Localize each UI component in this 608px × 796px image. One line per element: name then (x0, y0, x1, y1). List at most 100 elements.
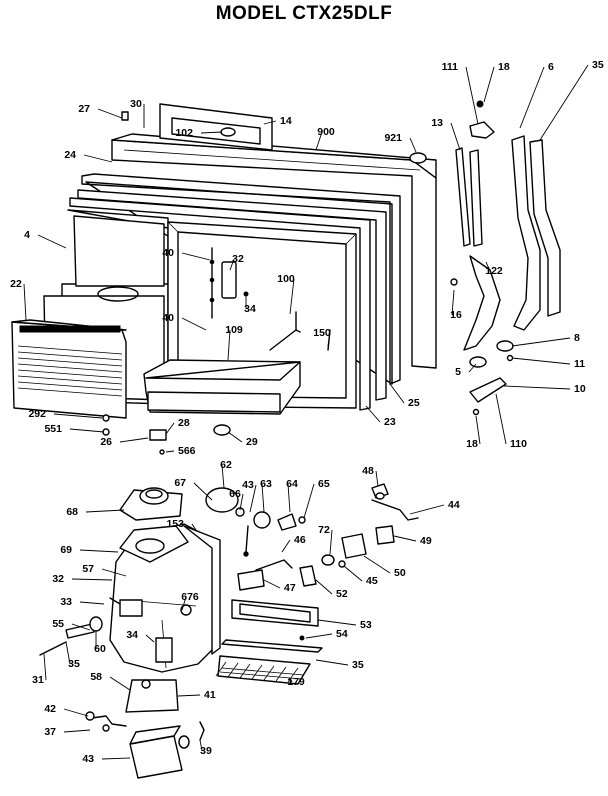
callout-leader-67 (193, 482, 213, 501)
callout-leader-8 (511, 337, 571, 347)
callout-leader-110 (495, 393, 507, 445)
callout-leader-48 (375, 470, 379, 487)
model-title: MODEL CTX25DLF (215, 3, 393, 24)
liner-frame-23 (69, 197, 371, 411)
callout-label-62: 62 (220, 459, 232, 471)
callout-label-67: 67 (174, 477, 186, 489)
callout-leader-52 (315, 579, 333, 595)
callout-label-34: 34 (244, 303, 256, 315)
callout-leader-109 (227, 329, 231, 361)
callout-label-18: 18 (466, 438, 478, 450)
callout-leader-292 (53, 413, 103, 419)
callout-leader-102 (200, 131, 223, 134)
callout-leader-32 (229, 258, 235, 271)
callout-leader-68 (85, 509, 125, 513)
callout-leader-28 (165, 422, 175, 435)
callout-label-57: 57 (82, 563, 94, 575)
callout-leader-4 (37, 234, 67, 249)
callout-label-40: 40 (162, 312, 174, 324)
callout-label-53: 53 (360, 619, 372, 631)
callout-label-60: 60 (94, 643, 106, 655)
callout-label-64: 64 (286, 478, 298, 490)
callout-label-5: 5 (455, 366, 461, 378)
fan-housing-68 (119, 487, 183, 521)
callout-label-110: 110 (510, 438, 527, 450)
callout-leader-55 (71, 623, 91, 631)
callout-label-72: 72 (318, 524, 330, 536)
callout-leader-111 (465, 66, 479, 125)
callout-leader-122 (485, 261, 491, 272)
callout-leader-44 (409, 504, 445, 515)
callout-label-122: 122 (485, 265, 503, 277)
callout-label-66: 66 (229, 488, 241, 500)
callout-leader-43 (249, 484, 257, 513)
callout-leader-11 (511, 357, 571, 365)
callout-leader-18 (475, 415, 481, 445)
callout-leader-23 (365, 405, 381, 423)
callout-leader-39 (199, 739, 203, 752)
hinge-parts (450, 100, 561, 416)
callout-leader-54 (305, 633, 333, 639)
callout-label-102: 102 (175, 127, 193, 139)
callout-leader-64 (287, 483, 291, 513)
callout-leader-6 (519, 66, 545, 129)
callout-leader-41 (177, 694, 201, 697)
callout-leader-72 (329, 529, 333, 555)
callout-label-33: 33 (60, 596, 72, 608)
callout-leader-153 (191, 523, 197, 531)
callout-label-68: 68 (66, 506, 78, 518)
callout-leader-63 (261, 483, 265, 513)
callout-leader-66 (239, 493, 244, 511)
cap-921 (409, 152, 427, 164)
mullion-parts (209, 247, 331, 351)
callout-label-41: 41 (204, 689, 216, 701)
callout-label-150: 150 (313, 327, 331, 339)
callout-label-13: 13 (431, 117, 443, 129)
callout-label-52: 52 (336, 588, 348, 600)
callout-leader-35 (539, 64, 589, 141)
callout-label-292: 292 (28, 408, 46, 420)
callout-leader-14 (263, 120, 277, 125)
callout-label-54: 54 (336, 628, 348, 640)
top-grille-14 (159, 103, 273, 151)
callout-leader-10 (503, 385, 571, 390)
callout-label-22: 22 (10, 278, 22, 290)
callout-label-179: 179 (287, 676, 305, 688)
callout-label-29: 29 (246, 436, 258, 448)
callout-label-63: 63 (260, 478, 272, 490)
callout-leader-566 (165, 450, 175, 453)
callout-label-27: 27 (78, 103, 90, 115)
callout-label-40: 40 (162, 247, 174, 259)
callout-leader-57 (101, 568, 127, 577)
callout-label-43: 43 (82, 753, 94, 765)
callout-leader-179 (289, 677, 293, 683)
callout-label-65: 65 (318, 478, 330, 490)
callout-label-50: 50 (394, 567, 406, 579)
callout-leader-46 (281, 539, 291, 553)
callout-leader-35 (315, 659, 349, 666)
callout-label-35: 35 (592, 59, 604, 71)
callout-label-18: 18 (498, 61, 510, 73)
callout-leader-40 (181, 317, 207, 331)
callout-leader-18 (483, 66, 495, 103)
drain-trough-53 (215, 599, 323, 685)
callout-label-45: 45 (366, 575, 378, 587)
callout-leader-31 (43, 653, 47, 681)
screw-27 (121, 111, 129, 121)
heater-and-screw (39, 597, 121, 656)
callout-leader-65 (303, 483, 315, 519)
callout-label-16: 16 (450, 309, 462, 321)
callout-label-35: 35 (68, 658, 80, 670)
grille-22 (11, 319, 127, 419)
callout-label-900: 900 (317, 126, 335, 138)
callout-leader-53 (317, 619, 357, 626)
callout-leader-27 (97, 108, 123, 119)
callout-label-48: 48 (362, 465, 374, 477)
callout-leader-22 (23, 283, 27, 321)
compressor-parts (85, 679, 205, 779)
callout-leader-49 (393, 535, 417, 542)
callout-label-43: 43 (242, 479, 254, 491)
callout-label-23: 23 (384, 416, 396, 428)
